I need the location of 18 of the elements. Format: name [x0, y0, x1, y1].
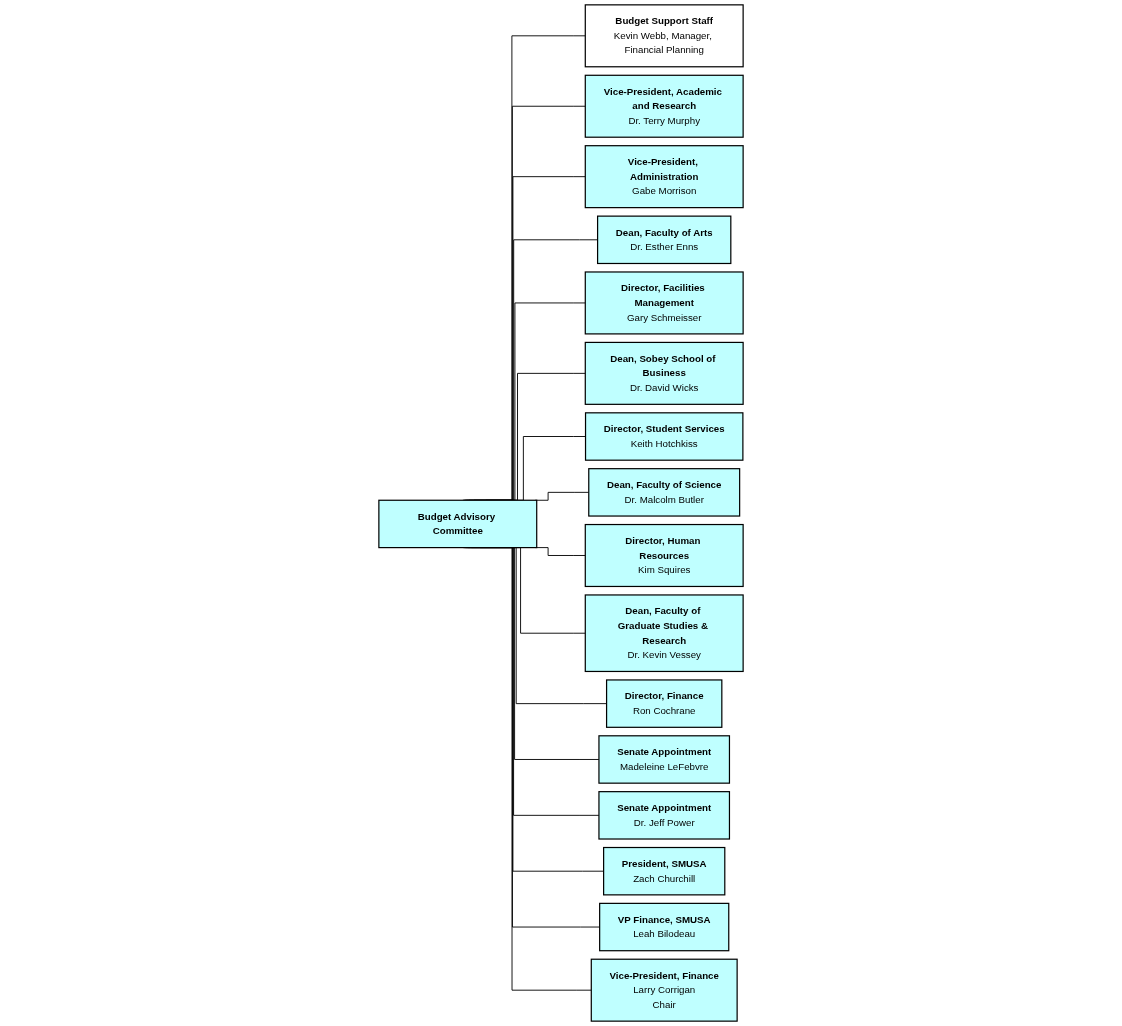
node-box: Dean, Sobey School of Business Dr. David Wicks: [584, 341, 744, 405]
node-box: Director, Finance Ron Cochrane: [605, 679, 723, 728]
node-box: Director, Student Services Keith Hotchkiss: [584, 412, 744, 461]
node-box: Senate Appointment Madeleine LeFebvre: [598, 735, 731, 784]
node-box: President, SMUSA Zach Churchill: [603, 846, 726, 896]
node-box: Vice-President, Administration Gabe Morrison: [584, 145, 744, 209]
node-box: Dean, Faculty of Science Dr. Malcolm Butler: [588, 468, 741, 517]
node-box: Vice-President, Finance Larry Corrigan Chair: [590, 958, 738, 1022]
node-box: Vice-President, Academic and Research Dr. Terry Murphy: [584, 74, 744, 138]
node-box: Dean, Faculty of Graduate Studies & Research Dr. Kevin Vessey: [584, 594, 744, 673]
node-box: Dean, Faculty of Arts Dr. Esther Enns: [597, 215, 732, 265]
node-box: Director, Human Resources Kim Squires: [584, 523, 744, 588]
connector: [534, 547, 586, 556]
node-box: Budget Support Staff Kevin Webb, Manager, Financial Planning: [584, 4, 744, 68]
node-box: Senate Appointment Dr. Jeff Power: [598, 791, 731, 840]
node-box: Budget Advisory Committee: [378, 499, 538, 549]
node-box: VP Finance, SMUSA Leah Bilodeau: [599, 902, 730, 952]
node-box: Director, Facilities Management Gary Schmeisser: [584, 271, 744, 335]
